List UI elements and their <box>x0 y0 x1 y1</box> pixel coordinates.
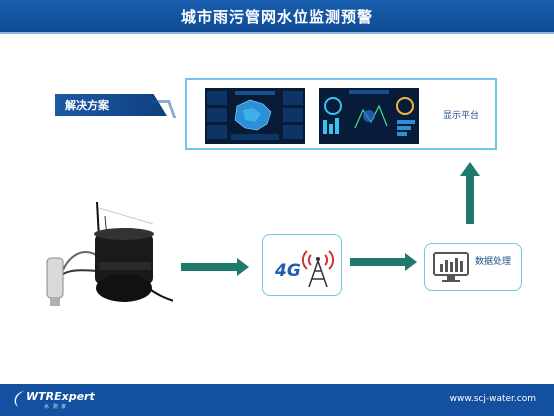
water-level-sensor-device <box>33 198 256 316</box>
arrow-4g-to-processing <box>350 253 417 271</box>
footer-url[interactable]: www.scj-water.com <box>449 394 536 404</box>
footer-brand-sub: 水 测 家 <box>44 404 68 410</box>
page-title: 城市雨污管网水位监测预警 <box>180 7 373 26</box>
display-platform-box: 显示平台 <box>185 78 497 150</box>
processing-label: 数据处理 <box>475 257 512 267</box>
data-processing-box: 数据处理 <box>424 243 522 291</box>
footer-bar: WTRExpert 水 测 家 www.scj-water.com <box>0 384 554 416</box>
solution-tab-label: 解决方案 <box>65 99 109 112</box>
header-bar: 城市雨污管网水位监测预警 <box>0 0 554 32</box>
monitor-chart-icon <box>433 252 469 282</box>
cell-tower-icon <box>301 250 335 288</box>
platform-label: 显示平台 <box>443 111 480 121</box>
solution-tab: 解决方案 <box>55 94 177 118</box>
arrow-sensor-to-4g <box>181 258 249 276</box>
dashboard-screenshot-analytics <box>319 88 419 144</box>
arrow-processing-to-platform <box>460 162 480 224</box>
footer-brand: WTRExpert <box>26 390 95 403</box>
dashboard-screenshot-map <box>205 88 305 144</box>
4g-label: 4G <box>275 261 301 281</box>
4g-transmission-box: 4G <box>262 234 342 296</box>
header-divider <box>0 32 554 34</box>
brand-logo-icon <box>14 391 24 407</box>
